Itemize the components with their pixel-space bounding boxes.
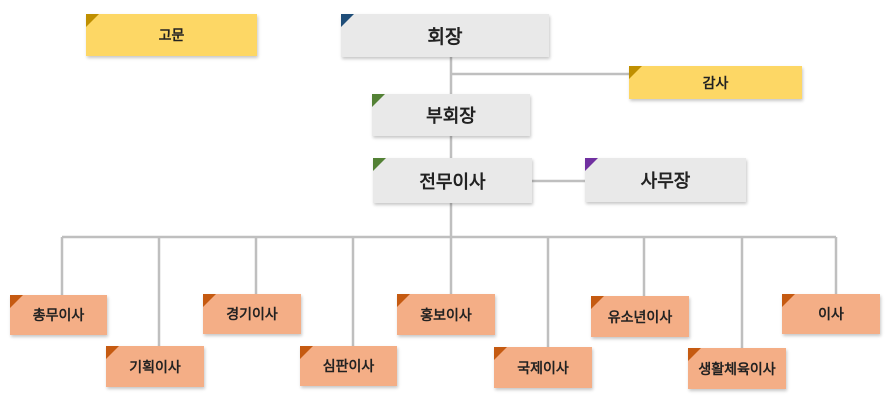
corner-accent-icon — [10, 295, 23, 308]
advisor-label: 고문 — [158, 28, 185, 44]
vice-chairman-box: 부회장 — [372, 94, 530, 136]
corner-accent-icon — [372, 94, 385, 107]
vice-chairman-label: 부회장 — [426, 106, 476, 127]
director-box-competition: 경기이사 — [203, 294, 301, 334]
corner-accent-icon — [782, 294, 795, 307]
director-label: 국제이사 — [517, 360, 569, 377]
director-label: 홍보이사 — [420, 307, 472, 324]
corner-accent-icon — [86, 14, 99, 27]
director-label: 이사 — [818, 307, 844, 323]
corner-accent-icon — [494, 347, 507, 360]
secretary-general-label: 사무장 — [640, 171, 691, 192]
secretary-general-box: 사무장 — [585, 158, 746, 202]
corner-accent-icon — [203, 294, 216, 307]
director-label: 생활체육이사 — [698, 361, 776, 378]
advisor-box: 고문 — [86, 14, 257, 56]
managing-director-label: 전무이사 — [419, 171, 486, 193]
corner-accent-icon — [373, 158, 386, 171]
corner-accent-icon — [629, 66, 642, 79]
director-label: 경기이사 — [226, 307, 278, 323]
director-label: 심판이사 — [322, 359, 375, 375]
corner-accent-icon — [106, 346, 119, 359]
director-box-international: 국제이사 — [494, 347, 592, 388]
director-label: 기획이사 — [129, 359, 181, 376]
director-box-planning: 기획이사 — [106, 346, 204, 387]
chairman-label: 회장 — [427, 26, 463, 48]
director-box-director: 이사 — [782, 294, 880, 334]
director-box-general-affairs: 총무이사 — [10, 295, 107, 335]
corner-accent-icon — [397, 294, 410, 307]
director-box-youth: 유소년이사 — [591, 296, 689, 337]
auditor-label: 감사 — [702, 75, 729, 92]
corner-accent-icon — [688, 348, 701, 361]
director-box-public-relations: 홍보이사 — [397, 294, 495, 335]
chairman-box: 회장 — [341, 14, 549, 57]
director-label: 총무이사 — [32, 308, 85, 324]
auditor-box: 감사 — [629, 66, 802, 99]
corner-accent-icon — [591, 296, 604, 309]
director-box-sports-for-all: 생활체육이사 — [688, 348, 786, 389]
corner-accent-icon — [341, 14, 354, 27]
director-box-referee: 심판이사 — [300, 346, 397, 386]
managing-director-box: 전무이사 — [373, 158, 532, 203]
corner-accent-icon — [300, 346, 313, 359]
director-label: 유소년이사 — [607, 309, 673, 326]
corner-accent-icon — [585, 158, 598, 171]
